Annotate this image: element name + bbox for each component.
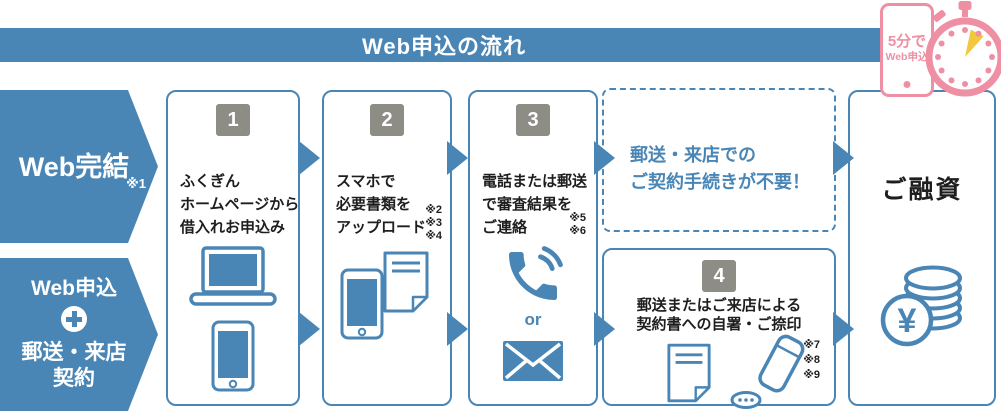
step-3-line: で審査結果を <box>482 196 573 213</box>
no-contract-procedure-text: 郵送・来店での ご契約手続きが不要！ <box>630 142 810 196</box>
note-ref: ※2 <box>425 204 442 216</box>
step-2-number-badge: 2 <box>370 104 404 136</box>
step-2-line: スマホで <box>336 173 396 190</box>
plus-icon <box>61 306 87 332</box>
step-4-number-badge: 4 <box>702 260 736 292</box>
note-ref: ※5 <box>569 212 586 224</box>
step-3-line: 電話または郵送 <box>482 173 588 190</box>
contract-document-icon <box>667 343 711 403</box>
step-1-line: ホームページから <box>180 196 300 213</box>
flow-arrow-icon <box>594 312 615 346</box>
step-3-text: 電話または郵送 で審査結果を ご連絡 <box>482 170 587 239</box>
step-3-box: 3 電話または郵送 で審査結果を ご連絡 ※5 ※6 or <box>468 90 598 406</box>
note-ref: ※4 <box>425 230 442 242</box>
five-minute-text: 5分で <box>887 33 927 50</box>
step-2-text: スマホで 必要書類を アップロード <box>336 170 426 239</box>
no-contract-procedure-box: 郵送・来店での ご契約手続きが不要！ <box>602 88 836 232</box>
step-3-number-badge: 3 <box>516 104 550 136</box>
step-2-box: 2 スマホで 必要書類を アップロード ※2 ※3 ※4 <box>322 90 452 406</box>
loan-label: ご融資 <box>881 176 963 204</box>
web-apply-line1: Web申込 <box>31 277 117 300</box>
step-1-box: 1 ふくぎん ホームページから 借入れお申込み <box>166 90 300 406</box>
step-1-line: 借入れお申込み <box>180 219 286 236</box>
smartphone-icon <box>340 268 384 340</box>
step-4-line: 契約書への自署・ご捺印 <box>636 316 802 333</box>
step-4-notes: ※7 ※8 ※9 <box>803 338 820 383</box>
step-2-line: アップロード <box>336 219 427 236</box>
web-apply-text: Web申込 <box>885 51 929 63</box>
document-icon <box>383 251 429 313</box>
step-1-number-badge: 1 <box>216 104 250 136</box>
web-complete-label: Web完結 <box>18 152 130 182</box>
page-title: Web申込の流れ <box>361 34 527 59</box>
label-web-apply-postal: Web申込 郵送・来店 契約 <box>0 258 158 411</box>
telephone-icon <box>509 246 563 300</box>
step-2-line: 必要書類を <box>336 196 412 213</box>
web-apply-line3: 契約 <box>53 367 95 390</box>
stopwatch-icon <box>925 1 1001 97</box>
title-banner: Web申込の流れ <box>0 28 888 62</box>
step-3-line: ご連絡 <box>482 219 528 236</box>
upload-illustration <box>340 250 440 346</box>
flow-arrow-icon <box>594 141 615 175</box>
web-apply-line2: 郵送・来店 <box>21 341 127 364</box>
note-ref: ※6 <box>569 225 586 237</box>
flow-arrow-icon <box>833 141 854 175</box>
laptop-icon <box>189 246 277 306</box>
hanko-stamp-icon <box>730 334 805 409</box>
flow-arrow-icon <box>299 141 320 175</box>
note-ref: ※3 <box>425 217 442 229</box>
flow-arrow-icon <box>833 312 854 346</box>
highlight-line2: ご契約手続きが不要！ <box>630 172 810 192</box>
step-2-notes: ※2 ※3 ※4 <box>425 204 442 243</box>
step-4-line: 郵送またはご来店による <box>636 297 802 314</box>
step-4-text: 郵送またはご来店による 契約書への自署・ご捺印 <box>604 296 834 334</box>
or-label: or <box>524 310 542 329</box>
note-ref: ※7 <box>803 339 820 351</box>
note-ref: ※9 <box>803 369 820 381</box>
loan-result-box: ご融資 ¥ <box>848 90 996 406</box>
flow-arrow-icon <box>299 312 320 346</box>
step-4-box: 4 郵送またはご来店による 契約書への自署・ご捺印 ※7 ※8 ※9 <box>602 248 836 409</box>
step-1-text: ふくぎん ホームページから 借入れお申込み <box>180 170 299 239</box>
step-3-notes: ※5 ※6 <box>569 212 586 238</box>
flow-arrow-icon <box>447 141 468 175</box>
highlight-line1: 郵送・来店での <box>630 145 756 165</box>
yen-coins-icon: ¥ <box>880 265 962 347</box>
step-1-line: ふくぎん <box>180 173 241 190</box>
home-button-icon <box>903 81 911 88</box>
smartphone-icon <box>211 320 255 392</box>
label-web-complete: Web完結 ※1 <box>0 90 158 243</box>
yen-symbol: ¥ <box>898 302 917 340</box>
web-complete-note: ※1 <box>126 176 146 191</box>
envelope-icon <box>503 341 563 381</box>
flow-arrow-icon <box>447 312 468 346</box>
note-ref: ※8 <box>803 354 820 366</box>
